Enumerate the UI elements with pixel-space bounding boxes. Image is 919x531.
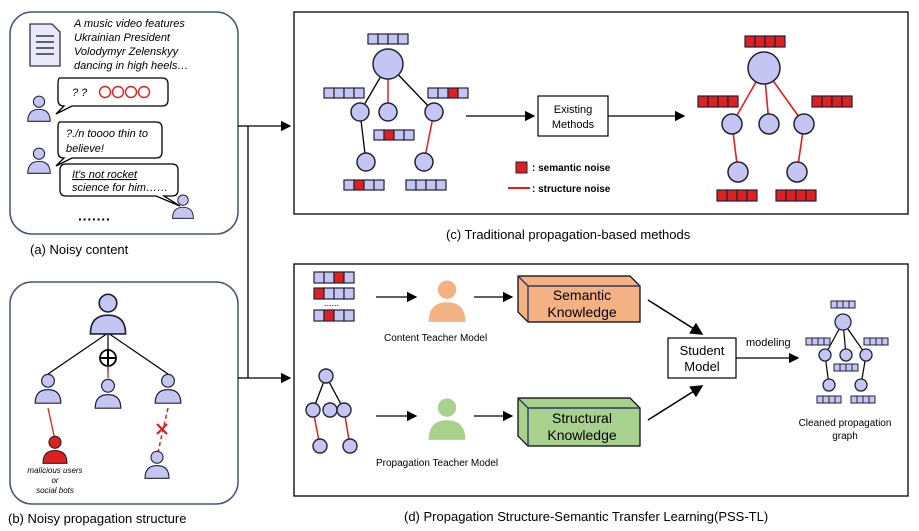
existing-methods-label-2: Methods	[552, 119, 595, 131]
semantic-knowledge-label-2: Knowledge	[547, 304, 616, 320]
structural-knowledge-label-2: Knowledge	[547, 427, 616, 443]
document-icon	[29, 23, 61, 67]
malicious-label-3: social bots	[36, 486, 74, 495]
structural-knowledge-label-1: Structural	[552, 410, 612, 426]
cleaned-graph-label-2: graph	[832, 431, 858, 442]
comment-bubble-2	[55, 121, 163, 167]
cleaned-graph-label-1: Cleaned propagation	[799, 418, 892, 429]
emoji-icons	[98, 85, 151, 99]
student-model-box	[667, 337, 737, 379]
comment-3-text-a: It's not rocket	[72, 169, 138, 181]
malicious-label-1: malicious users	[27, 466, 82, 475]
modeling-label: modeling	[746, 337, 791, 349]
legend-semantic-label: : semantic noise	[532, 163, 611, 174]
ellipsis: ·······	[78, 211, 111, 227]
comment-2-text-a: ?./n toooo thin to	[66, 128, 148, 140]
comment-2-text-b: believe!	[66, 143, 104, 155]
feature-matrix	[313, 271, 355, 322]
panel-b: malicious users or social bots	[9, 281, 239, 505]
plus-circle-icon	[99, 349, 117, 367]
comment-1-text: ? ?	[72, 87, 88, 99]
panel-c: Existing Methods : semantic noise : stru…	[293, 11, 909, 215]
student-model-label-2: Model	[684, 359, 720, 374]
caption-a: (a) Noisy content	[30, 242, 129, 257]
news-text-line-1: A music video features	[73, 18, 185, 30]
semantic-knowledge-box	[517, 275, 641, 323]
caption-d: (d) Propagation Structure-Semantic Trans…	[404, 509, 768, 524]
cross-icon	[156, 423, 168, 435]
panel-a: A music video features Ukrainian Preside…	[9, 11, 239, 235]
comment-bubble-3	[59, 163, 181, 207]
semantic-knowledge-label-1: Semantic	[553, 287, 611, 303]
comment-bubble-1	[55, 77, 169, 115]
connector-lines	[238, 120, 292, 384]
panel-b-frame	[9, 281, 239, 505]
student-model-label-1: Student	[680, 343, 725, 358]
legend-structure-label: : structure noise	[532, 184, 611, 195]
noisy-output-tree	[697, 35, 853, 202]
news-text-line-4: dancing in high heels…	[74, 60, 188, 72]
matrix-dots: ......	[324, 298, 339, 308]
existing-methods-label-1: Existing	[554, 104, 593, 116]
comment-3-text-b: science for him……	[72, 182, 168, 194]
existing-methods-box	[537, 95, 609, 137]
news-text-line-2: Ukrainian President	[74, 32, 171, 44]
propagation-teacher-label: Propagation Teacher Model	[376, 458, 498, 469]
noisy-propagation-tree	[323, 33, 469, 191]
caption-b: (b) Noisy propagation structure	[8, 511, 186, 526]
news-text-line-3: Volodymyr Zelenskyy	[74, 46, 180, 58]
structural-knowledge-box	[517, 397, 641, 447]
legend-semantic-swatch	[515, 161, 528, 174]
cleaned-propagation-graph	[805, 300, 889, 404]
caption-c: (c) Traditional propagation-based method…	[446, 227, 691, 242]
structure-tree	[305, 368, 358, 454]
panel-d: ...... Content Teacher Model Semantic Kn…	[293, 263, 909, 497]
content-teacher-label: Content Teacher Model	[384, 333, 487, 344]
malicious-label-2: or	[51, 476, 58, 485]
